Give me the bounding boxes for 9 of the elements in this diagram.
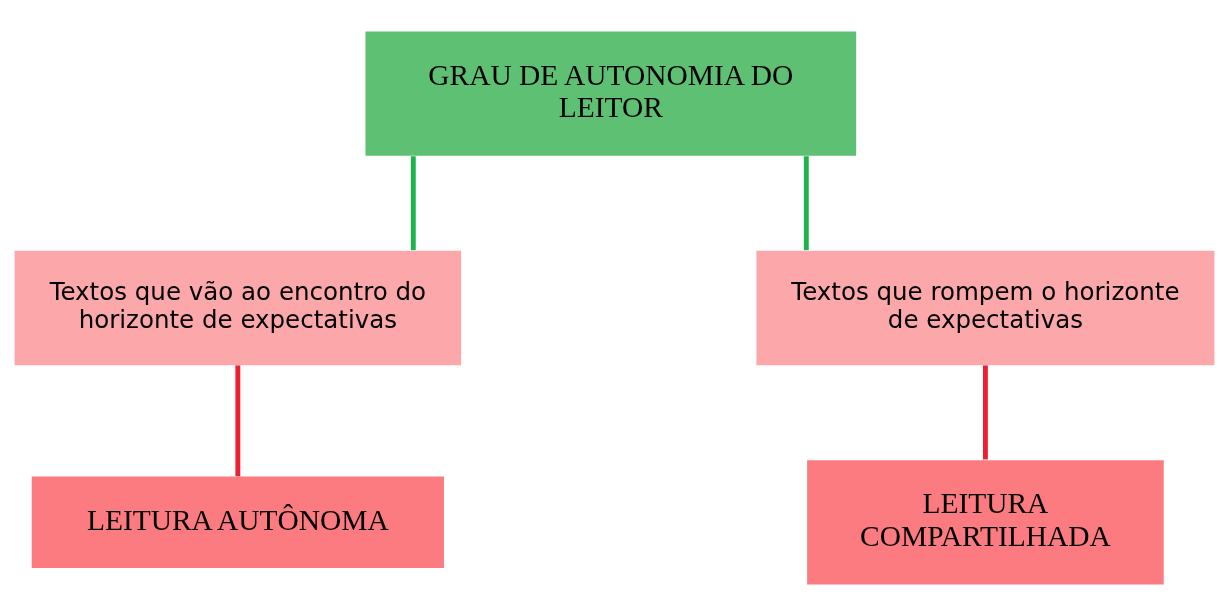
node-box: Textos que vão ao encontro do horizonte de expectativas	[14, 250, 462, 365]
node-box: Textos que rompem o horizonte de expectativas	[756, 250, 1215, 365]
node-box: LEITURA COMPARTILHADA	[807, 459, 1164, 584]
connector	[235, 364, 241, 476]
connector	[982, 364, 988, 459]
node-box: GRAU DE AUTONOMIA DO LEITOR	[365, 31, 857, 156]
connector	[410, 155, 416, 250]
node-box: LEITURA AUTÔNOMA	[31, 476, 444, 568]
connector	[803, 155, 809, 250]
